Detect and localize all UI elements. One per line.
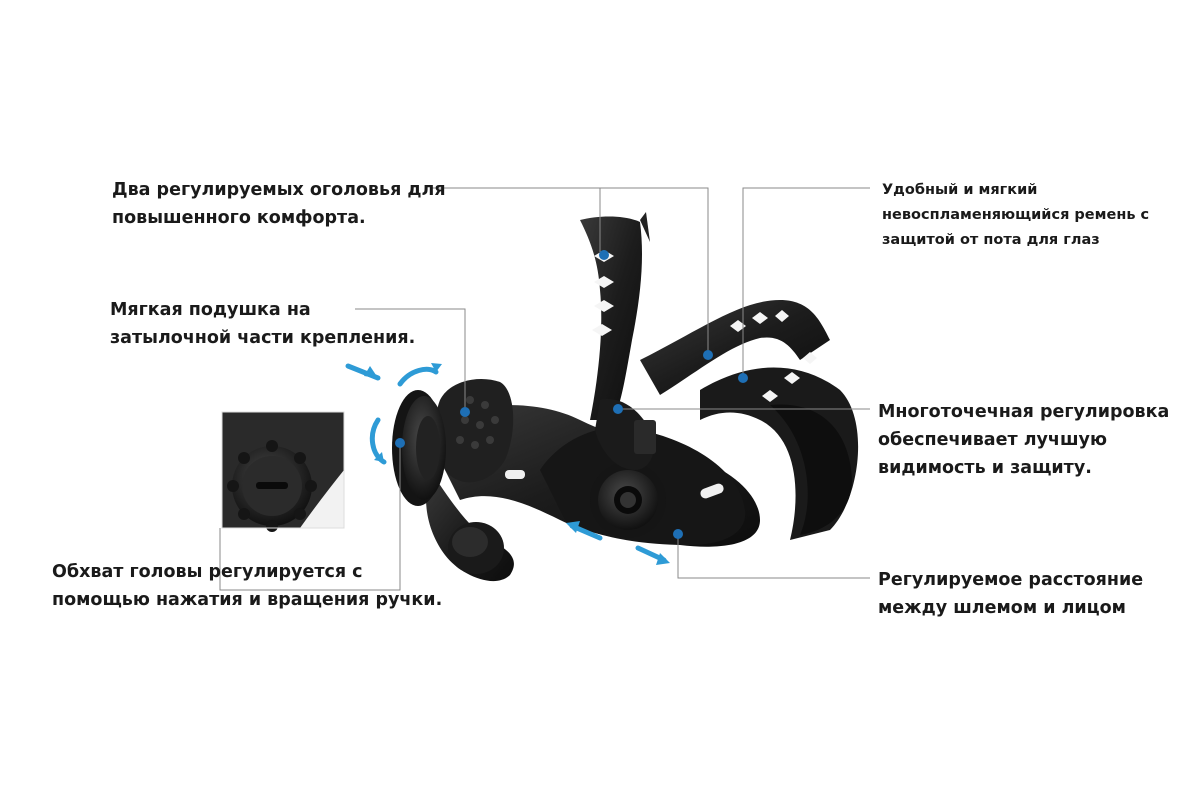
callout-multipoint-line-3: видимость и защиту.	[878, 458, 1092, 478]
top-strap	[580, 212, 650, 420]
callout-sweatband: Удобный и мягкий невоспламеняющийся реме…	[882, 178, 1149, 253]
front-hub-knob	[590, 462, 666, 538]
callout-multipoint-line-2: обеспечивает лучшую	[878, 430, 1107, 450]
rear-cushion	[435, 379, 514, 483]
lower-arm	[425, 470, 514, 582]
callout-knob-line-2: помощью нажатия и вращения ручки.	[52, 590, 443, 610]
rear-knob	[392, 390, 446, 506]
callout-cushion-line-1: Мягкая подушка на	[110, 300, 311, 320]
callout-cushion: Мягкая подушка на затылочной части крепл…	[110, 296, 415, 352]
callout-markers	[395, 250, 748, 539]
callout-headbands: Два регулируемых оголовья для повышенног…	[112, 176, 446, 232]
callout-multipoint: Многоточечная регулировка обеспечивает л…	[878, 398, 1169, 482]
upper-joint	[595, 399, 656, 470]
callout-cushion-line-2: затылочной части крепления.	[110, 328, 416, 348]
rear-strap	[640, 300, 859, 540]
callout-sweatband-line-1: Удобный и мягкий	[882, 182, 1038, 198]
callout-distance-line-2: между шлемом и лицом	[878, 598, 1126, 618]
callout-headbands-line-1: Два регулируемых оголовья для	[112, 180, 446, 200]
callout-distance-line-1: Регулируемое расстояние	[878, 570, 1144, 590]
callout-sweatband-line-2: невоспламеняющийся ремень с	[882, 207, 1150, 223]
callout-knob-line-1: Обхват головы регулируется с	[52, 562, 363, 582]
leader-lines	[219, 187, 870, 591]
callout-sweatband-line-3: защитой от пота для глаз	[882, 232, 1100, 248]
callout-headbands-line-2: повышенного комфорта.	[112, 208, 366, 228]
callout-knob: Обхват головы регулируется с помощью наж…	[52, 558, 442, 614]
callout-distance: Регулируемое расстояние между шлемом и л…	[878, 566, 1143, 622]
callout-multipoint-line-1: Многоточечная регулировка	[878, 402, 1170, 422]
inset-knob-closeup	[221, 411, 345, 532]
adjustment-arrows	[345, 363, 670, 565]
